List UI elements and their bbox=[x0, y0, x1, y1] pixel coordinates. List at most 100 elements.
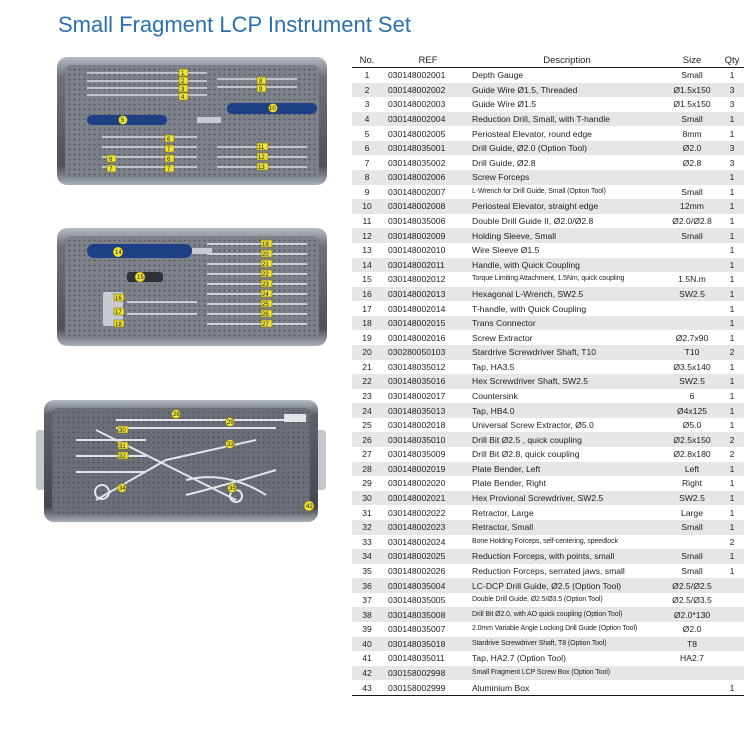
cell-ref: 030148035009 bbox=[388, 449, 446, 460]
cell-size: 12mm bbox=[664, 199, 720, 214]
cell-size: Ø1.5x150 bbox=[673, 99, 711, 110]
cell-ref: 030148002020 bbox=[388, 478, 446, 489]
cell-description: Depth Gauge bbox=[472, 70, 524, 81]
cell-description: Bone Holding Forceps, self-centering, sp… bbox=[472, 537, 618, 545]
cell-ref: 030148002001 bbox=[388, 70, 446, 81]
marker-label: 3 bbox=[181, 87, 185, 93]
cell-ref: 030148035006 bbox=[388, 216, 446, 227]
cell-no: 11 bbox=[362, 216, 372, 227]
cell-no: 34 bbox=[352, 549, 382, 564]
cell-size: 8mm bbox=[682, 128, 702, 139]
cell-no: 6 bbox=[352, 140, 382, 156]
cell-size: T8 bbox=[664, 636, 720, 652]
marker-label: 18 bbox=[115, 322, 122, 328]
cell-ref: 030148035013 bbox=[382, 403, 470, 418]
cell-qty: 2 bbox=[720, 432, 744, 448]
marker-label: 25 bbox=[262, 302, 269, 308]
marker-label: 27 bbox=[262, 322, 269, 328]
marker-label: 15 bbox=[137, 275, 144, 281]
marker-label: 14 bbox=[115, 250, 122, 256]
cell-qty: 1 bbox=[729, 391, 735, 401]
cell-qty: 1 bbox=[720, 170, 744, 185]
marker-label: 7 bbox=[167, 147, 171, 153]
cell-ref: 030148002010 bbox=[388, 245, 446, 256]
cell-no: 3 bbox=[364, 99, 370, 110]
cell-description: Drill Bit Ø2.5 , quick coupling bbox=[470, 432, 664, 448]
cell-ref: 030148002009 bbox=[382, 228, 470, 243]
cell-no: 9 bbox=[364, 186, 370, 197]
cell-size: SW2.5 bbox=[664, 490, 720, 506]
cell-size: T10 bbox=[664, 344, 720, 360]
marker-label: 10 bbox=[269, 106, 276, 112]
cell-description: Plate Bender, Left bbox=[470, 461, 664, 477]
marker-label: 32 bbox=[119, 454, 126, 460]
cell-no: 27 bbox=[362, 449, 372, 460]
cell-size: 6 bbox=[689, 391, 695, 401]
cell-qty: 1 bbox=[720, 286, 744, 302]
cell-no: 28 bbox=[352, 461, 382, 477]
cell-ref: 030148002017 bbox=[388, 391, 446, 401]
cell-description: Plate Bender, Right bbox=[472, 478, 547, 489]
cell-no: 17 bbox=[362, 303, 372, 314]
cell-size: Ø2.0*130 bbox=[664, 607, 720, 622]
cell-no: 18 bbox=[352, 315, 382, 331]
cell-ref: 030148035018 bbox=[382, 636, 470, 652]
cell-size: Ø2.5/Ø3.5 bbox=[672, 595, 712, 606]
cell-no: 14 bbox=[352, 257, 382, 273]
cell-ref: 030148002005 bbox=[388, 128, 446, 139]
cell-qty: 1 bbox=[729, 420, 735, 431]
cell-qty: 1 bbox=[729, 303, 735, 314]
cell-ref: 030148002007 bbox=[388, 186, 446, 197]
cell-description: Retractor, Small bbox=[470, 519, 664, 535]
marker-label: 8 bbox=[259, 79, 263, 85]
cell-description: Tap, HA3.5 bbox=[472, 361, 515, 372]
cell-size: Ø2.5/Ø2.5 bbox=[664, 578, 720, 593]
cell-no: 25 bbox=[362, 420, 372, 431]
cell-ref: 030148002021 bbox=[382, 490, 470, 506]
cell-ref: 030148035008 bbox=[382, 607, 470, 622]
cell-no: 21 bbox=[362, 361, 372, 372]
cell-size: Ø2.8x180 bbox=[673, 449, 711, 460]
tray-2-photo: 14 15 16 17 18 19 20 21 22 23 24 25 26 2… bbox=[57, 228, 327, 346]
cell-description: Countersink bbox=[472, 391, 518, 401]
cell-ref: 030148035002 bbox=[388, 157, 446, 168]
cell-size: Small bbox=[664, 228, 720, 243]
cell-qty: 3 bbox=[729, 157, 735, 168]
cell-qty: 1 bbox=[720, 461, 744, 477]
cell-qty: 1 bbox=[720, 199, 744, 214]
marker-label: 7 bbox=[167, 167, 171, 173]
marker-label: 42 bbox=[306, 504, 313, 510]
cell-qty bbox=[720, 636, 744, 652]
cell-size: Ø2.0/Ø2.8 bbox=[672, 216, 712, 227]
cell-size: Ø2.8 bbox=[682, 157, 702, 168]
cell-size: Right bbox=[681, 478, 703, 489]
marker-label: 35 bbox=[229, 486, 236, 492]
cell-no: 26 bbox=[352, 432, 382, 448]
instrument-tray-1: 1 2 3 4 5 6 7 8 9 10 11 12 13 6 7 6 7 bbox=[57, 57, 327, 185]
cell-qty: 1 bbox=[729, 128, 735, 139]
cell-ref: 030148002008 bbox=[382, 199, 470, 214]
marker-label: 12 bbox=[258, 155, 265, 161]
cell-no: 31 bbox=[362, 507, 372, 518]
cell-no: 39 bbox=[362, 624, 372, 635]
instrument-tray-3: 28 29 30 31 32 33 34 35 42 bbox=[36, 400, 326, 522]
cell-ref: 030148035001 bbox=[382, 140, 470, 156]
marker-label: 6 bbox=[109, 157, 113, 163]
